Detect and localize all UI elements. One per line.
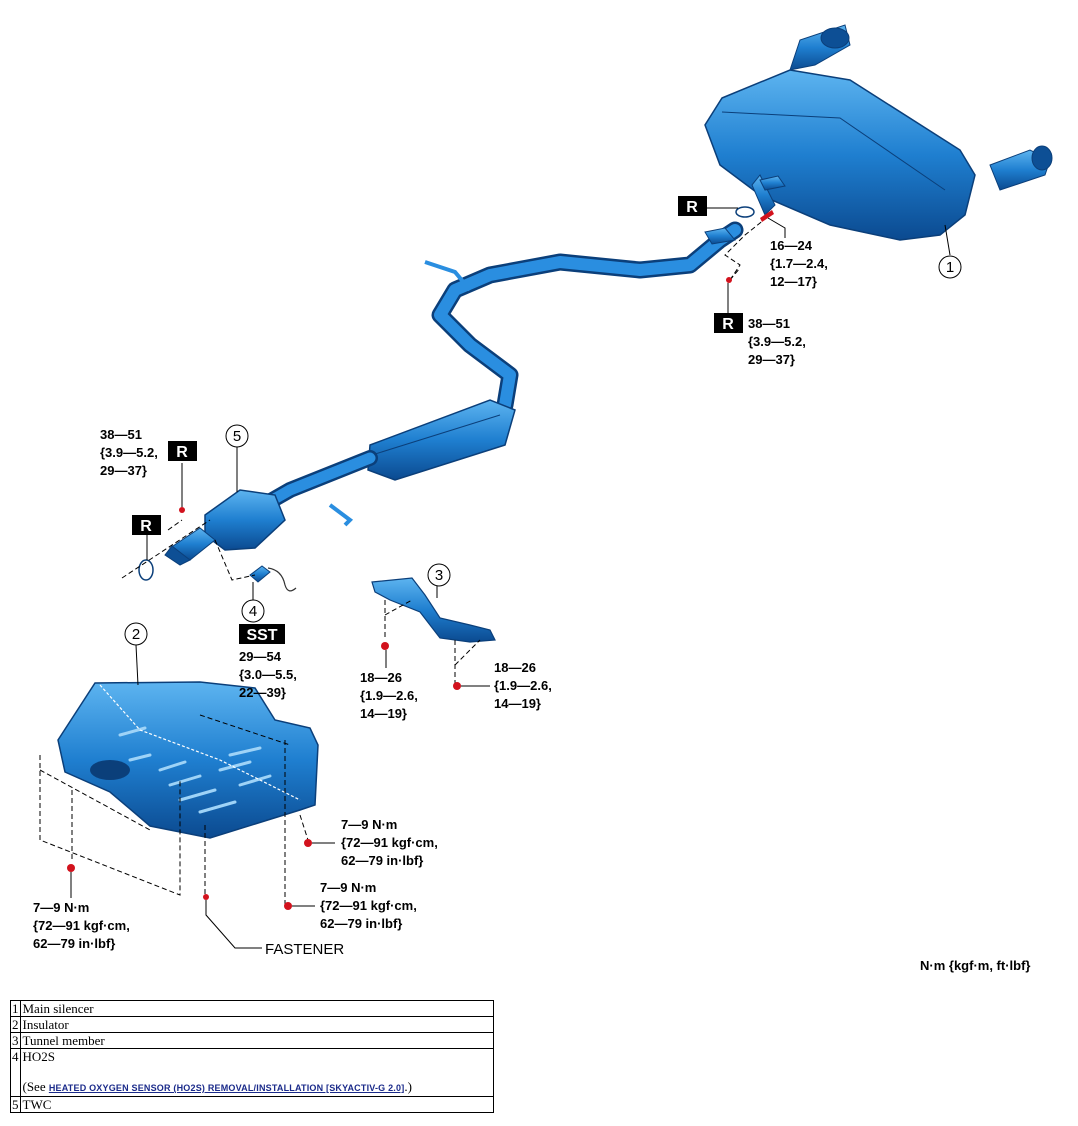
guide-lines <box>39 214 771 905</box>
torque-label-insulator-right-lower: 7—9 N·m {72—91 kgf·cm, 62—79 in·lbf} <box>320 880 417 931</box>
svg-text:R: R <box>176 444 188 461</box>
replace-badge: R <box>168 441 197 461</box>
callout-5: 5 <box>225 424 249 448</box>
svg-text:38—51: 38—51 <box>100 427 142 442</box>
table-row: 4 HO2S (See HEATED OXYGEN SENSOR (HO2S) … <box>10 1048 494 1097</box>
svg-text:{1.9—2.6,: {1.9—2.6, <box>360 688 418 703</box>
see-prefix: (See <box>22 1079 49 1094</box>
svg-text:14—19}: 14—19} <box>494 696 541 711</box>
main-silencer-part <box>704 24 1053 241</box>
ho2s-procedure-link[interactable]: HEATED OXYGEN SENSOR (HO2S) REMOVAL/INST… <box>48 1083 405 1093</box>
torque-label-tunnel-right: 18—26 {1.9—2.6, 14—19} <box>494 660 552 711</box>
svg-text:{1.9—2.6,: {1.9—2.6, <box>494 678 552 693</box>
svg-text:62—79 in·lbf}: 62—79 in·lbf} <box>341 853 423 868</box>
part-number: 2 <box>10 1016 21 1033</box>
fastener-label: FASTENER <box>265 941 344 958</box>
exhaust-pipe-rear <box>424 221 744 414</box>
svg-text:18—26: 18—26 <box>494 660 536 675</box>
torque-label-silencer-lower: 38—51 {3.9—5.2, 29—37} <box>748 316 806 367</box>
torque-label-tunnel-left: 18—26 {1.9—2.6, 14—19} <box>360 670 418 721</box>
part-number: 1 <box>10 1000 21 1017</box>
table-row: 5 TWC <box>10 1096 494 1113</box>
torque-marks <box>67 210 774 910</box>
part-name: HO2S <box>22 1049 56 1064</box>
replace-badge: R <box>714 313 743 333</box>
svg-text:{72—91 kgf·cm,: {72—91 kgf·cm, <box>320 898 417 913</box>
svg-text:{3.9—5.2,: {3.9—5.2, <box>748 334 806 349</box>
svg-text:7—9 N·m: 7—9 N·m <box>33 900 89 915</box>
part-number: 3 <box>10 1032 21 1049</box>
svg-text:{3.9—5.2,: {3.9—5.2, <box>100 445 158 460</box>
svg-text:22—39}: 22—39} <box>239 685 286 700</box>
sst-badge: SST <box>239 624 285 644</box>
table-row: 1 Main silencer <box>10 1000 494 1017</box>
torque-label-insulator-left: 7—9 N·m {72—91 kgf·cm, 62—79 in·lbf} <box>33 900 130 951</box>
svg-text:{72—91 kgf·cm,: {72—91 kgf·cm, <box>33 918 130 933</box>
svg-text:2: 2 <box>132 626 140 643</box>
svg-text:16—24: 16—24 <box>770 238 813 253</box>
callout-4: 4 <box>241 599 265 623</box>
svg-text:R: R <box>722 316 734 333</box>
svg-text:{1.7—2.4,: {1.7—2.4, <box>770 256 828 271</box>
svg-text:4: 4 <box>249 603 257 620</box>
table-row: 3 Tunnel member <box>10 1032 494 1049</box>
torque-label-ho2s: 29—54 {3.0—5.5, 22—39} <box>239 649 297 700</box>
svg-text:29—37}: 29—37} <box>748 352 795 367</box>
leader-lines <box>70 207 951 949</box>
exhaust-system-diagram: 1 2 3 4 5 R R R R SST 16—24 {1.7—2.4, 1 <box>33 24 1053 958</box>
svg-text:7—9 N·m: 7—9 N·m <box>341 817 397 832</box>
sub-silencer-part <box>247 399 516 527</box>
ho2s-part <box>249 565 297 592</box>
svg-text:{72—91 kgf·cm,: {72—91 kgf·cm, <box>341 835 438 850</box>
svg-text:7—9 N·m: 7—9 N·m <box>320 880 376 895</box>
svg-text:62—79 in·lbf}: 62—79 in·lbf} <box>33 936 115 951</box>
part-number: 4 <box>10 1048 21 1097</box>
callout-2: 2 <box>124 622 148 646</box>
part-name: Insulator <box>19 1016 494 1033</box>
gasket-front <box>138 559 154 581</box>
callout-1: 1 <box>938 255 962 279</box>
svg-text:5: 5 <box>233 428 241 445</box>
gasket-rear <box>735 206 755 218</box>
svg-text:29—54: 29—54 <box>239 649 282 664</box>
replace-badge: R <box>132 515 161 535</box>
svg-text:3: 3 <box>435 567 443 584</box>
unit-label: N·m {kgf·m, ft·lbf} <box>920 958 1031 973</box>
svg-text:R: R <box>686 199 698 216</box>
svg-text:{3.0—5.5,: {3.0—5.5, <box>239 667 297 682</box>
svg-text:12—17}: 12—17} <box>770 274 817 289</box>
svg-text:1: 1 <box>946 259 954 276</box>
part-number: 5 <box>10 1096 21 1113</box>
svg-text:62—79 in·lbf}: 62—79 in·lbf} <box>320 916 402 931</box>
svg-text:14—19}: 14—19} <box>360 706 407 721</box>
svg-text:R: R <box>140 518 152 535</box>
svg-text:38—51: 38—51 <box>748 316 790 331</box>
see-suffix: .) <box>404 1079 412 1094</box>
part-name: Main silencer <box>19 1000 494 1017</box>
part-name: Tunnel member <box>19 1032 494 1049</box>
torque-label-twc: 38—51 {3.9—5.2, 29—37} <box>100 427 158 478</box>
svg-text:29—37}: 29—37} <box>100 463 147 478</box>
torque-label-insulator-right-upper: 7—9 N·m {72—91 kgf·cm, 62—79 in·lbf} <box>341 817 438 868</box>
svg-text:SST: SST <box>246 627 277 644</box>
svg-text:18—26: 18—26 <box>360 670 402 685</box>
twc-part <box>164 489 286 566</box>
callout-3: 3 <box>427 563 451 587</box>
see-reference: (See HEATED OXYGEN SENSOR (HO2S) REMOVAL… <box>23 1079 492 1096</box>
parts-table: 1 Main silencer 2 Insulator 3 Tunnel mem… <box>10 1000 494 1113</box>
tunnel-member-part <box>371 577 496 643</box>
insulator-part <box>57 681 319 839</box>
replace-badge: R <box>678 196 707 216</box>
torque-label-silencer-upper: 16—24 {1.7—2.4, 12—17} <box>770 238 828 289</box>
table-row: 2 Insulator <box>10 1016 494 1033</box>
part-cell-ho2s: HO2S (See HEATED OXYGEN SENSOR (HO2S) RE… <box>19 1048 494 1097</box>
part-name: TWC <box>19 1096 494 1113</box>
